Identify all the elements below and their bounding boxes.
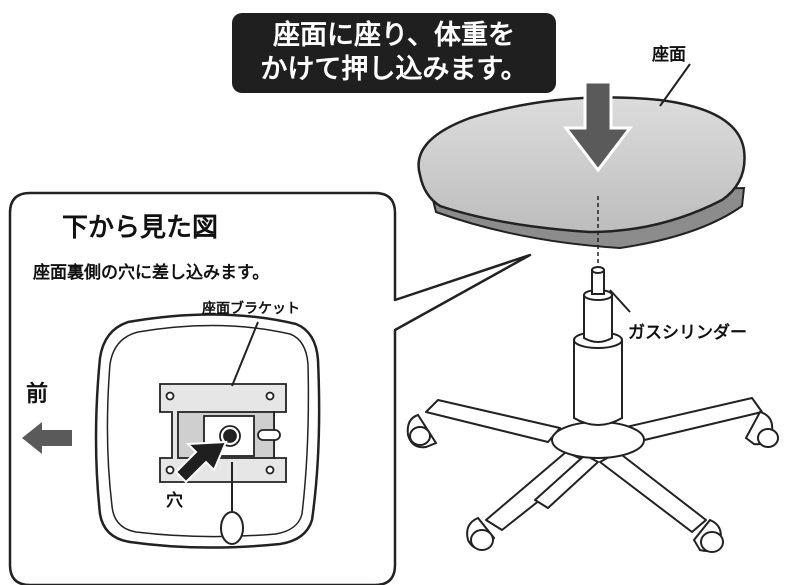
lever-knob xyxy=(220,511,244,545)
front-arrow xyxy=(22,422,72,454)
instruction-line-2: かけて押し込みます。 xyxy=(260,54,528,85)
bottom-view-caption: 座面裏側の穴に差し込みます。 xyxy=(33,263,270,283)
bottom-view-title: 下から見た図 xyxy=(62,213,219,243)
seat-bracket xyxy=(159,383,287,483)
instruction-line-1: 座面に座り、体重を xyxy=(273,20,515,51)
gas-cylinder-label: ガスシリンダー xyxy=(628,323,747,343)
seat-label: 座面 xyxy=(652,45,686,65)
caster-wheels xyxy=(406,410,779,553)
insert-arrow xyxy=(174,440,228,484)
seat-cushion xyxy=(417,96,746,250)
gas-cylinder-body xyxy=(573,266,623,426)
push-down-arrow xyxy=(562,80,634,173)
seat-bracket-label: 座面ブラケット xyxy=(202,301,300,317)
hole-label: 穴 xyxy=(166,491,183,511)
front-label: 前 xyxy=(26,382,49,407)
instruction-banner: 座面に座り、体重を かけて押し込みます。 xyxy=(232,13,556,93)
